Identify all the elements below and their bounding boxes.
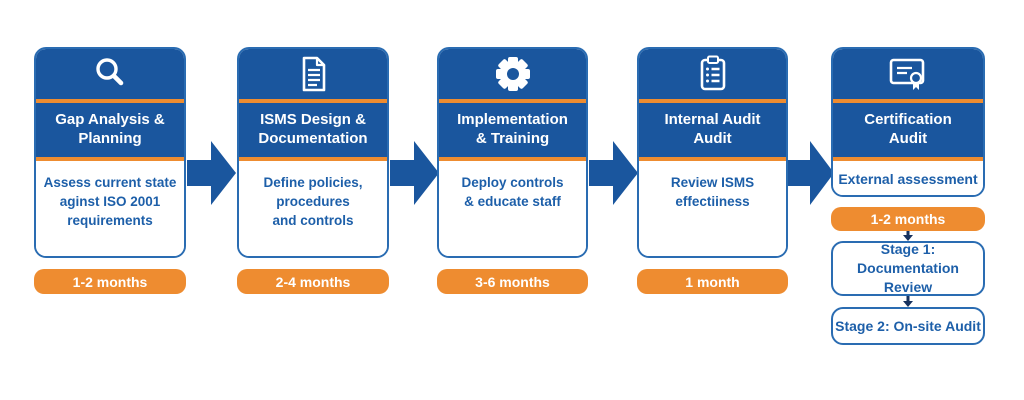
card-header: Implementation & Training: [439, 49, 586, 162]
card-header: Certification Audit: [833, 49, 983, 162]
stage-description: External assessment: [838, 171, 978, 188]
card-header: Gap Analysis & Planning: [36, 49, 184, 162]
divider: [639, 157, 786, 162]
substage-stage1-box: Stage 1: Documentation Review: [831, 241, 985, 296]
divider: [36, 157, 184, 162]
stage-description: Deploy controls & educate staff: [461, 175, 564, 210]
card-header: Internal Audit Audit: [639, 49, 786, 162]
duration-badge: 1-2 months: [831, 207, 985, 231]
divider: [833, 157, 983, 162]
magnifier-icon: [36, 49, 184, 99]
document-icon: [239, 49, 387, 99]
divider: [239, 157, 387, 162]
gear-icon: [439, 49, 586, 99]
card-body: Define policies, procedures and controls: [239, 161, 387, 256]
certificate-icon: [833, 49, 983, 99]
flow-arrow-right: [589, 141, 638, 205]
duration-badge: 1-2 months: [34, 269, 186, 294]
flow-arrow-right: [187, 141, 236, 205]
clipboard-icon: [639, 49, 786, 99]
down-arrow-icon: [903, 296, 913, 307]
stage-title: Gap Analysis & Planning: [55, 111, 165, 148]
duration-badge: 3-6 months: [437, 269, 588, 294]
card-header: ISMS Design & Documentation: [239, 49, 387, 162]
stage-description: Review ISMS effectiiness: [670, 175, 755, 210]
divider: [833, 99, 983, 103]
down-arrow-icon: [903, 231, 913, 241]
stage-title: Certification Audit: [864, 111, 952, 148]
stage-card-isms-design: ISMS Design & Documentation Define polic…: [237, 47, 389, 258]
stage-card-gap-analysis: Gap Analysis & Planning Assess current s…: [34, 47, 186, 258]
stage-title: Implementation & Training: [457, 111, 568, 148]
flow-arrow-right: [788, 141, 834, 205]
stage-title: ISMS Design & Documentation: [258, 111, 368, 148]
stage-description: Define policies, procedures and controls: [263, 175, 363, 229]
stage-description: Assess current state aginst ISO 2001 req…: [43, 175, 177, 229]
substage-stage2-box: Stage 2: On-site Audit: [831, 307, 985, 345]
divider: [239, 99, 387, 103]
stage-card-certification: Certification Audit External assessment: [831, 47, 985, 197]
card-body: External assessment: [833, 161, 983, 195]
flow-arrow-right: [390, 141, 439, 205]
stage-title: Internal Audit Audit: [664, 111, 761, 148]
duration-badge: 1 month: [637, 269, 788, 294]
stage-card-internal-audit: Internal Audit Audit Review ISMS effecti…: [637, 47, 788, 258]
stage-card-implementation: Implementation & Training Deploy control…: [437, 47, 588, 258]
divider: [639, 99, 786, 103]
divider: [439, 99, 586, 103]
divider: [36, 99, 184, 103]
card-body: Review ISMS effectiiness: [639, 161, 786, 256]
card-body: Assess current state aginst ISO 2001 req…: [36, 161, 184, 256]
divider: [439, 157, 586, 162]
card-body: Deploy controls & educate staff: [439, 161, 586, 256]
duration-badge: 2-4 months: [237, 269, 389, 294]
